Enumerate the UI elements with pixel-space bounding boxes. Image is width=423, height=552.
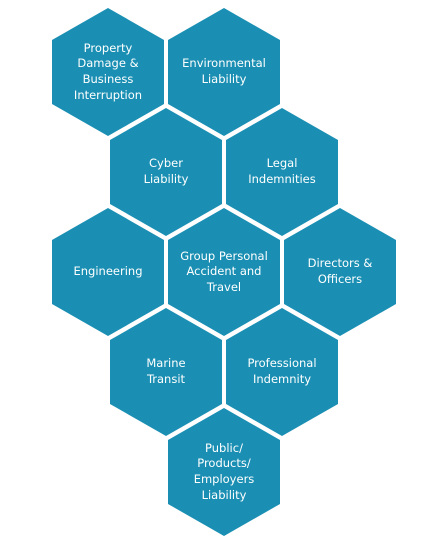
hex-professional-indemnity: Professional Indemnity [226, 308, 338, 436]
hex-label-marine-transit: Marine Transit [146, 356, 186, 386]
hex-label-directors-officers: Directors & Officers [307, 256, 373, 286]
hex-directors-officers: Directors & Officers [284, 208, 396, 336]
hex-label-group-personal-accident: Group Personal Accident and Travel [180, 248, 268, 294]
hex-label-legal-indemnities: Legal Indemnities [248, 156, 316, 186]
hex-legal-indemnities: Legal Indemnities [226, 108, 338, 236]
hex-public-products-employers: Public/ Products/ Employers Liability [168, 408, 280, 536]
hex-label-engineering: Engineering [73, 264, 143, 279]
hex-group-personal-accident: Group Personal Accident and Travel [168, 208, 280, 336]
hex-marine-transit: Marine Transit [110, 308, 222, 436]
hex-label-public-products-employers: Public/ Products/ Employers Liability [193, 440, 255, 502]
hex-engineering: Engineering [52, 208, 164, 336]
hex-property-damage: Property Damage & Business Interruption [52, 8, 164, 136]
hex-environmental-liability: Environmental Liability [168, 8, 280, 136]
hex-label-environmental-liability: Environmental Liability [182, 56, 266, 86]
hex-cyber-liability: Cyber Liability [110, 108, 222, 236]
hex-label-cyber-liability: Cyber Liability [143, 156, 189, 186]
hex-label-property-damage: Property Damage & Business Interruption [73, 40, 143, 102]
hex-label-professional-indemnity: Professional Indemnity [247, 356, 317, 386]
